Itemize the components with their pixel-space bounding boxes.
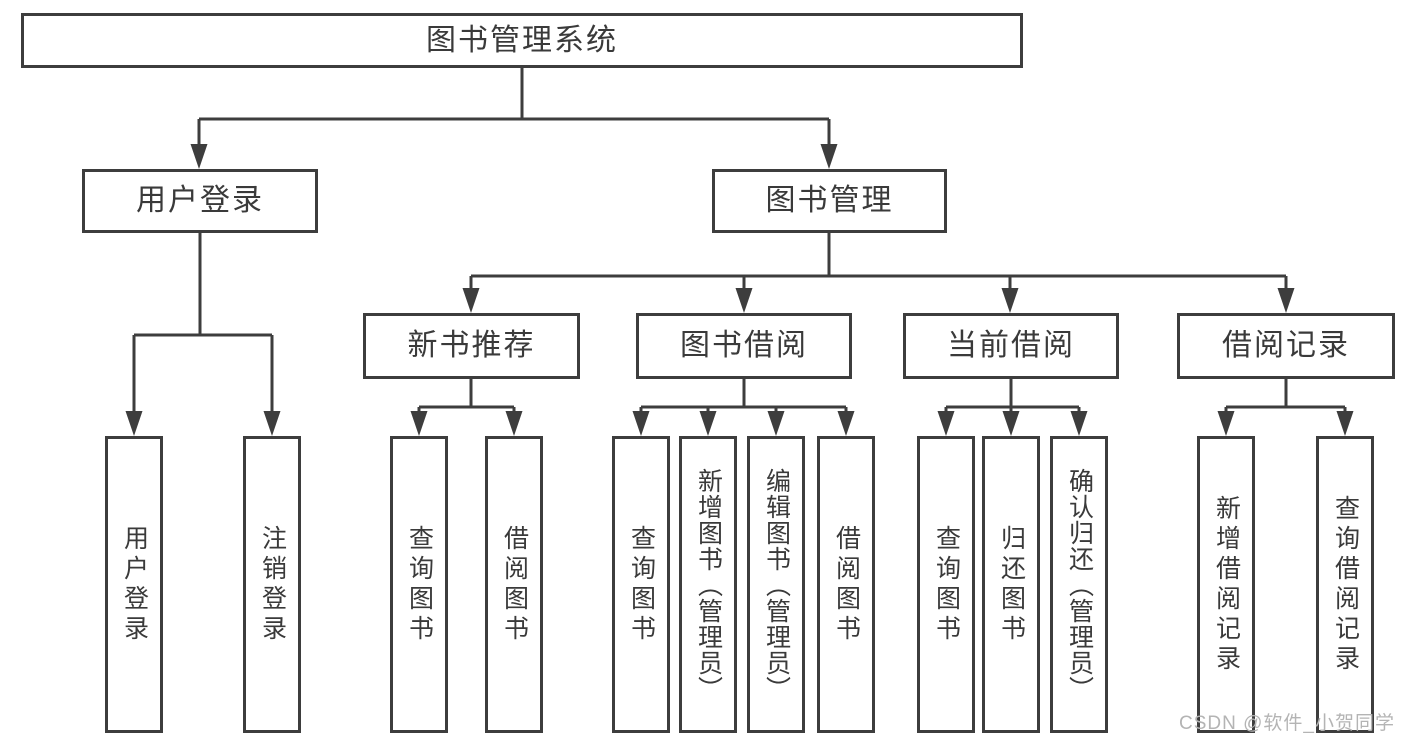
leaf-query-borrow-record: 查询借阅记录 — [1316, 436, 1374, 733]
node-user-login-label: 用户登录 — [136, 184, 264, 217]
leaf-query-books-recommend: 查询图书 — [390, 436, 448, 733]
leaf-add-book-admin: 新增图书（管理员） — [679, 436, 737, 733]
leaf-user-login-label: 用户登录 — [120, 524, 149, 645]
node-current-borrow-label: 当前借阅 — [947, 329, 1075, 362]
node-user-login: 用户登录 — [82, 169, 318, 233]
leaf-add-borrow-record: 新增借阅记录 — [1197, 436, 1255, 733]
node-borrow-record: 借阅记录 — [1177, 313, 1395, 379]
leaf-query-books-borrow-label: 查询图书 — [627, 524, 656, 645]
leaf-edit-book-admin-label: 编辑图书（管理员） — [762, 467, 791, 702]
leaf-logout-label: 注销登录 — [258, 524, 287, 645]
leaf-query-books-current: 查询图书 — [917, 436, 975, 733]
leaf-confirm-return-admin: 确认归还（管理员） — [1050, 436, 1108, 733]
leaf-borrow-books: 借阅图书 — [817, 436, 875, 733]
arrowhead-icons — [125, 144, 1354, 436]
node-borrow-record-label: 借阅记录 — [1222, 329, 1350, 362]
node-current-borrow: 当前借阅 — [903, 313, 1119, 379]
node-root-label: 图书管理系统 — [426, 23, 618, 57]
leaf-query-books-current-label: 查询图书 — [932, 524, 961, 645]
node-new-book-recommend: 新书推荐 — [363, 313, 580, 379]
node-book-management: 图书管理 — [712, 169, 947, 233]
node-new-book-recommend-label: 新书推荐 — [407, 329, 536, 362]
leaf-add-borrow-record-label: 新增借阅记录 — [1212, 494, 1241, 675]
node-root: 图书管理系统 — [21, 13, 1023, 68]
connector-lines — [132, 68, 1347, 413]
leaf-query-books-borrow: 查询图书 — [612, 436, 670, 733]
leaf-return-book: 归还图书 — [982, 436, 1040, 733]
leaf-return-book-label: 归还图书 — [997, 524, 1026, 645]
node-book-borrow-label: 图书借阅 — [680, 329, 808, 362]
leaf-user-login: 用户登录 — [105, 436, 163, 733]
leaf-borrow-books-recommend: 借阅图书 — [485, 436, 543, 733]
node-book-management-label: 图书管理 — [765, 184, 894, 217]
leaf-borrow-books-label: 借阅图书 — [832, 524, 861, 645]
csdn-watermark: CSDN @软件_小贺同学 — [1179, 713, 1395, 734]
leaf-query-books-recommend-label: 查询图书 — [405, 524, 434, 645]
leaf-logout: 注销登录 — [243, 436, 301, 733]
leaf-borrow-books-recommend-label: 借阅图书 — [500, 524, 529, 645]
leaf-edit-book-admin: 编辑图书（管理员） — [747, 436, 805, 733]
leaf-add-book-admin-label: 新增图书（管理员） — [694, 467, 723, 702]
node-book-borrow: 图书借阅 — [636, 313, 852, 379]
leaf-confirm-return-admin-label: 确认归还（管理员） — [1065, 467, 1094, 702]
leaf-query-borrow-record-label: 查询借阅记录 — [1331, 494, 1360, 675]
